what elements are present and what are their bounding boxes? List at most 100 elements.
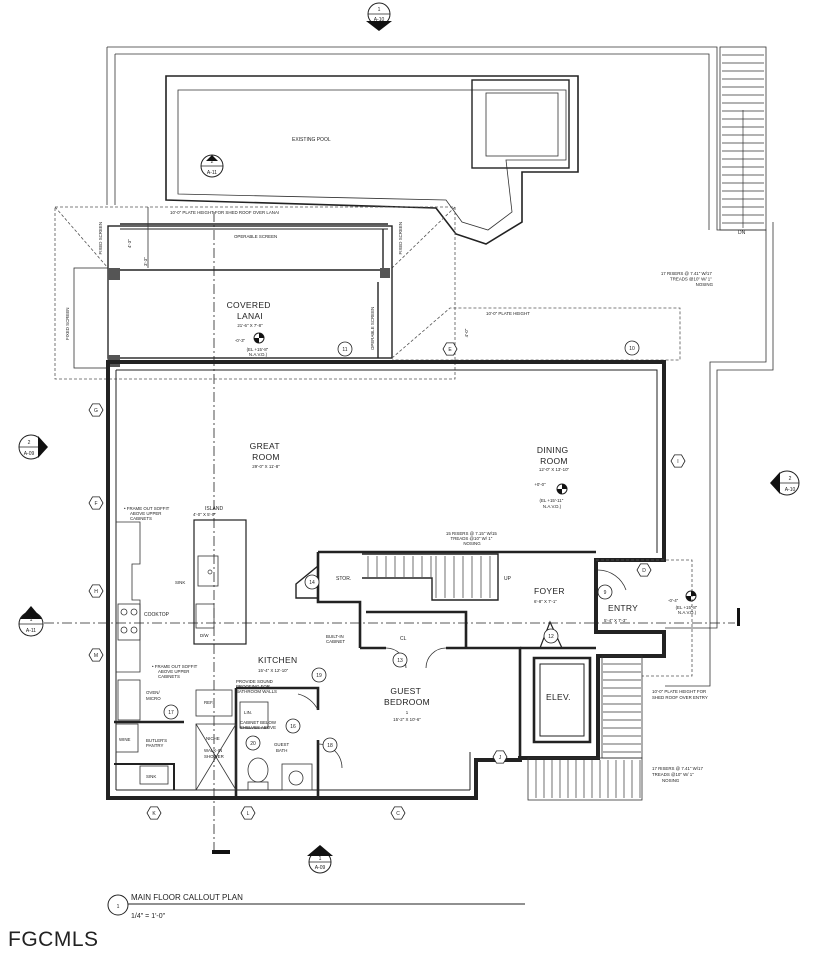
section-callout-pool: 2 A-11 bbox=[200, 154, 224, 178]
stair-interior-note: 15 RISERS @ 7.15" W/15 TREADS @10" W/ 1"… bbox=[446, 531, 498, 546]
existing-pool: EXISTING POOL bbox=[165, 75, 579, 245]
tag-12: 12 bbox=[543, 628, 559, 644]
title-block-num: 1 bbox=[117, 904, 120, 910]
foyer: FOYER 6'-8" X 7'-1" bbox=[534, 586, 564, 649]
section-callout-right: 2 A-10 bbox=[770, 470, 800, 496]
lanai-size: 21'-6" X 7'-8" bbox=[237, 323, 263, 328]
covered-lanai: 10'-0" PLATE HEIGHT FOR SHED ROOF OVER L… bbox=[54, 206, 456, 380]
guest-bedroom-size: 15'-2" X 10'-6" bbox=[393, 717, 421, 722]
elevation-markers bbox=[253, 332, 697, 602]
tag-13: 13 bbox=[392, 652, 408, 668]
svg-text:20: 20 bbox=[250, 741, 256, 747]
ref-label: REF. bbox=[204, 700, 214, 705]
lin-label: LIN. bbox=[244, 710, 252, 715]
svg-text:1: 1 bbox=[319, 856, 322, 862]
tag-11: 11 bbox=[337, 341, 353, 357]
grid-marker-h: H bbox=[88, 584, 104, 598]
plate-height-main: 10'-0" PLATE HEIGHT bbox=[486, 311, 530, 316]
section-callout-left: 1 A-11 bbox=[18, 606, 44, 637]
kitchen-size: 15'-4" X 12'-10" bbox=[258, 668, 289, 673]
stair-dn-label: DN bbox=[738, 230, 746, 236]
foyer-size: 6'-8" X 7'-1" bbox=[534, 599, 557, 604]
svg-text:11: 11 bbox=[342, 347, 347, 353]
great-room-name: GREAT ROOM bbox=[250, 441, 283, 462]
lanai-name: COVERED LANAI bbox=[227, 300, 274, 321]
stor-label: STOR. bbox=[336, 576, 351, 582]
oven-label: OVEN/ MICRO bbox=[146, 690, 161, 701]
frame-soffit-note-1: • FRAME OUT SOFFIT ABOVE UPPER CABINETS bbox=[124, 506, 171, 521]
guest-bedroom: GUEST BEDROOM 1 15'-2" X 10'-6" bbox=[317, 686, 430, 769]
island-sink: SINK bbox=[175, 580, 185, 585]
guest-bath-label: GUEST BATH bbox=[274, 742, 290, 753]
dining-elev: +0'-0" bbox=[534, 482, 546, 487]
butlers-pantry: WINE BUTLER'S PANTRY SINK bbox=[115, 723, 169, 785]
niche-label: NICHE bbox=[206, 736, 220, 741]
cl-label: CL bbox=[400, 636, 407, 642]
svg-text:19: 19 bbox=[316, 673, 322, 679]
section-lines bbox=[44, 212, 740, 854]
entry-name: ENTRY bbox=[608, 603, 638, 613]
elevation-marker-entry bbox=[685, 590, 697, 602]
grid-marker-l: L bbox=[240, 806, 256, 820]
island-name: ISLAND bbox=[205, 506, 223, 512]
cabinet-below-note: CABINET BELOW SHELVES ABOVE bbox=[240, 720, 277, 730]
grid-label-h: H bbox=[94, 589, 98, 595]
wine-label: WINE bbox=[119, 737, 131, 742]
kitchen-counters: COOKTOP OVEN/ MICRO • FRAME OUT SOFFIT A… bbox=[116, 506, 199, 721]
grid-marker-k: K bbox=[146, 806, 162, 820]
dining-name: DINING ROOM bbox=[537, 445, 571, 466]
stair-ext-bottom-note: 17 RISERS @ 7.41" W/17 TREADS @10" W/ 1"… bbox=[652, 766, 704, 783]
exterior-stair-entry: 17 RISERS @ 7.41" W/17 TREADS @10" W/ 1"… bbox=[527, 655, 704, 801]
title-block: 1 MAIN FLOOR CALLOUT PLAN 1/4" = 1'-0" bbox=[107, 893, 525, 920]
butlers-pantry-label: BUTLER'S PANTRY bbox=[146, 738, 168, 748]
grid-label-i: I bbox=[677, 459, 678, 465]
grid-marker-g: G bbox=[88, 403, 104, 417]
svg-text:10: 10 bbox=[629, 346, 635, 352]
section-callout-top: 1 A-10 bbox=[366, 2, 392, 31]
entry-elev: -0'-4" bbox=[668, 598, 679, 603]
tag-19: 19 bbox=[311, 667, 327, 683]
svg-text:9: 9 bbox=[604, 590, 607, 596]
svg-text:18: 18 bbox=[327, 743, 333, 749]
operable-screen-top: OPERABLE SCREEN bbox=[234, 234, 277, 239]
svg-text:14: 14 bbox=[309, 580, 315, 586]
watermark: FGCMLS bbox=[8, 928, 99, 951]
kitchen-name: KITCHEN bbox=[258, 655, 297, 665]
grid-label-d: D bbox=[642, 568, 646, 574]
grid-label-f: F bbox=[94, 501, 97, 507]
tag-20: 20 bbox=[245, 735, 261, 751]
tag-9: 9 bbox=[597, 584, 613, 600]
island-size: 4'-0" X 5'-0" bbox=[193, 512, 216, 517]
deck-outline bbox=[106, 46, 774, 687]
entry-size: 5'-4" X 7'-3" bbox=[604, 618, 627, 623]
built-in-cabinet-label: BUILT-IN CABINET bbox=[326, 634, 345, 644]
fixed-screen-left: FIXED SCREEN bbox=[65, 308, 70, 340]
frame-soffit-note-2: • FRAME OUT SOFFIT ABOVE UPPER CABINETS bbox=[152, 664, 199, 679]
grid-marker-f: F bbox=[88, 496, 104, 510]
exterior-walls bbox=[106, 360, 666, 800]
grid-label-k: K bbox=[152, 811, 156, 817]
pool-label: EXISTING POOL bbox=[292, 137, 331, 143]
operable-screen-right: OPERABLE SCREEN bbox=[370, 307, 375, 350]
svg-text:2: 2 bbox=[789, 476, 792, 482]
dining-elev-note: (EL +15'-11" N.A.V.D.) bbox=[540, 498, 565, 509]
island-dw: D/W bbox=[200, 633, 209, 638]
plate-height-entry-note: 10'-0" PLATE HEIGHT FOR SHED ROOF OVER E… bbox=[652, 689, 708, 700]
exterior-stair-top: DN 17 RISERS @ 7.41" W/17 TREADS @10" W/… bbox=[661, 46, 767, 287]
dim-4-3: 4'-3" bbox=[127, 239, 132, 248]
dining-room: DINING ROOM 12'-0" X 13'-10" +0'-0" (EL … bbox=[534, 445, 571, 509]
interior-stair: UP 15 RISERS @ 7.15" W/15 TREADS @10" W/… bbox=[295, 531, 512, 669]
tag-18: 18 bbox=[322, 737, 338, 753]
kitchen: KITCHEN 15'-4" X 12'-10" REF. PROVIDE SO… bbox=[195, 655, 319, 717]
grid-marker-d: D bbox=[636, 563, 652, 577]
grid-label-l: L bbox=[247, 811, 250, 817]
kitchen-island: ISLAND 4'-0" X 5'-0" SINK D/W bbox=[175, 506, 247, 645]
svg-text:2: 2 bbox=[211, 159, 214, 165]
grid-label-g: G bbox=[94, 408, 98, 414]
grid-marker-i: I bbox=[670, 454, 686, 468]
title-block-scale: 1/4" = 1'-0" bbox=[131, 913, 166, 920]
lanai-elev: -0'-3" bbox=[235, 338, 246, 343]
stair-up-label: UP bbox=[504, 576, 512, 582]
lanai-elev-note: (EL +15'-8" N.A.V.D.) bbox=[247, 347, 270, 357]
